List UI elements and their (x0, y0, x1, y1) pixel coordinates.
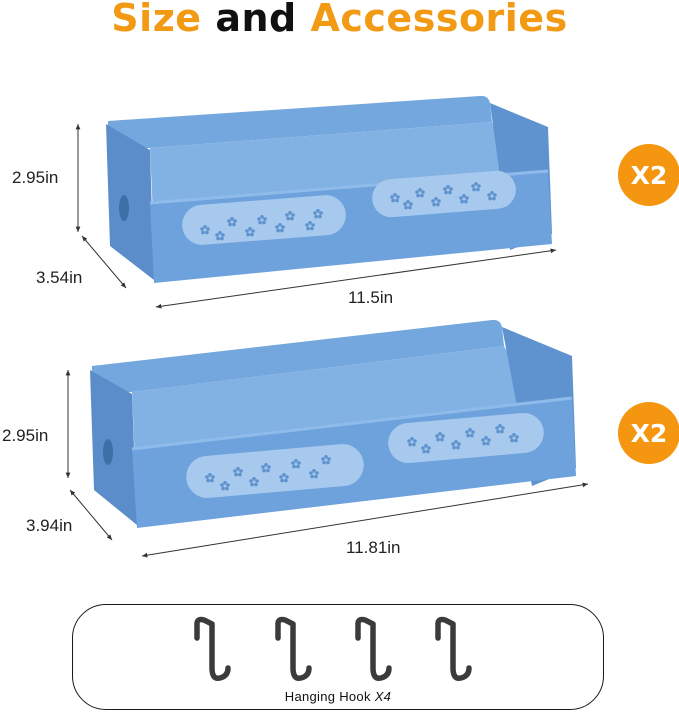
title-and: and (215, 0, 297, 40)
shelf-large (90, 319, 576, 528)
hook-caption: Hanging Hook X4 (73, 689, 603, 704)
hanging-hook-icon (275, 616, 312, 682)
hanging-hook-icon (194, 616, 231, 682)
page-title: Size and Accessories (0, 0, 679, 40)
hook-accessory-panel: Hanging Hook X4 (72, 604, 604, 710)
shelf-large-length-label: 11.81in (346, 538, 401, 557)
shelf-small-length-label: 11.5in (348, 288, 394, 307)
hook-count: X4 (374, 689, 392, 704)
shelf-large-quantity-badge: X2 (618, 402, 679, 464)
shelf-small (106, 95, 552, 283)
hook-caption-text: Hanging Hook (284, 689, 371, 704)
hanging-hook-icon (435, 616, 472, 682)
shelf-large-depth-label: 3.94in (26, 516, 73, 535)
shelf-large-height-label: 2.95in (2, 426, 49, 445)
title-accessories: Accessories (310, 0, 568, 40)
shelf-small-quantity-badge: X2 (618, 144, 679, 206)
shelf-small-height-label: 2.95in (12, 168, 59, 187)
title-size: Size (111, 0, 202, 40)
shelf-small-depth-label: 3.54in (36, 268, 83, 287)
hanging-hook-icon (355, 616, 392, 682)
